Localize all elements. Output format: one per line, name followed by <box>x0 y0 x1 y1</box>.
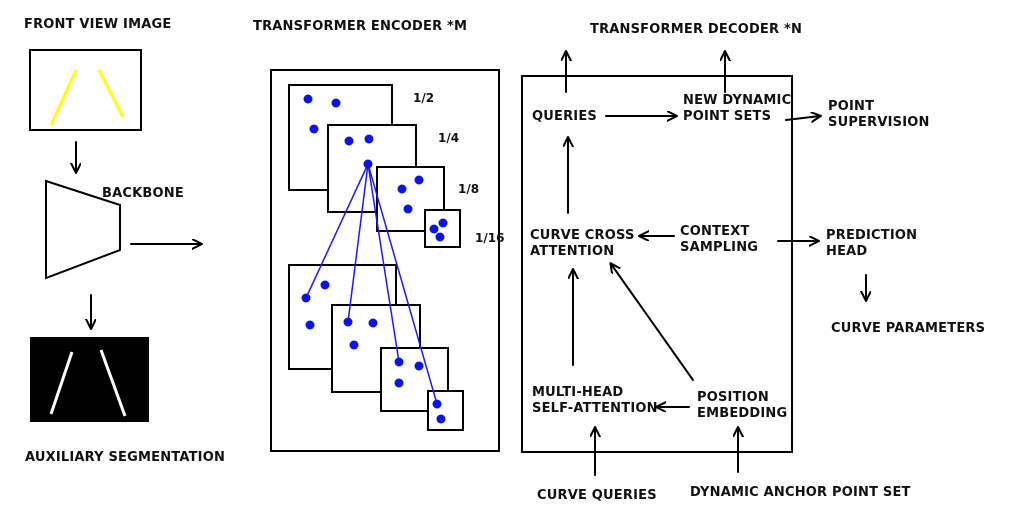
new-dynamic-label-line2: POINT SETS <box>683 109 771 124</box>
point <box>343 317 353 327</box>
point <box>414 361 424 371</box>
scale-label-1-2: 1/2 <box>413 91 434 105</box>
sampling-line-1 <box>305 163 369 299</box>
encoder-points <box>301 94 448 424</box>
prediction-head-line2: HEAD <box>826 244 867 259</box>
front-view-image <box>29 49 142 131</box>
prediction-head-line1: PREDICTION <box>826 228 917 243</box>
sampling-line-2 <box>347 163 369 323</box>
point <box>331 98 341 108</box>
curve-queries-label: CURVE QUERIES <box>537 488 657 503</box>
lane-line-left <box>49 69 78 126</box>
point <box>414 175 424 185</box>
lane-line-right <box>97 69 125 118</box>
point <box>429 224 439 234</box>
pos-emb-label-line1: POSITION <box>697 390 769 405</box>
point <box>309 124 319 134</box>
decoder-title: TRANSFORMER DECODER *N <box>590 22 802 37</box>
feature-map-1-16-bottom <box>427 390 464 431</box>
point <box>320 280 330 290</box>
cross-attn-label-line2: ATTENTION <box>530 244 614 259</box>
arrow-pos-emb-to-cross-attn <box>611 264 694 381</box>
pos-emb-label-line2: EMBEDDING <box>697 406 787 421</box>
sampling-line-3 <box>367 163 400 363</box>
dynamic-anchor-label: DYNAMIC ANCHOR POINT SET <box>690 485 911 500</box>
point <box>397 184 407 194</box>
seg-lane-left <box>49 351 74 415</box>
sampling-line-4 <box>367 163 438 405</box>
point <box>301 293 311 303</box>
backbone-shape <box>45 179 121 280</box>
curve-params-label: CURVE PARAMETERS <box>831 321 985 336</box>
point <box>394 378 404 388</box>
seg-lane-right <box>99 349 127 417</box>
point <box>438 218 448 228</box>
point <box>394 357 404 367</box>
point-supervision-line2: SUPERVISION <box>828 115 930 130</box>
context-sampling-line1: CONTEXT <box>680 224 750 239</box>
point <box>432 399 442 409</box>
queries-label: QUERIES <box>532 109 597 124</box>
point <box>344 136 354 146</box>
scale-label-1-8: 1/8 <box>458 182 479 196</box>
point <box>403 204 413 214</box>
aux-seg-label: AUXILIARY SEGMENTATION <box>25 450 225 465</box>
query-point <box>363 159 373 169</box>
backbone-label: BACKBONE <box>102 186 184 201</box>
arrow-to-point-supervision <box>785 116 820 120</box>
point <box>349 340 359 350</box>
front-view-label: FRONT VIEW IMAGE <box>24 17 171 32</box>
scale-label-1-4: 1/4 <box>438 131 459 145</box>
point <box>436 414 446 424</box>
point <box>364 134 374 144</box>
mhsa-label-line1: MULTI-HEAD <box>532 385 623 400</box>
context-sampling-line2: SAMPLING <box>680 240 758 255</box>
cross-attn-label-line1: CURVE CROSS <box>530 228 635 243</box>
encoder-title: TRANSFORMER ENCODER *M <box>253 19 467 34</box>
point <box>303 94 313 104</box>
new-dynamic-label-line1: NEW DYNAMIC <box>683 93 791 108</box>
point <box>368 318 378 328</box>
point-supervision-line1: POINT <box>828 99 874 114</box>
point <box>305 320 315 330</box>
aux-seg-image <box>30 337 149 422</box>
mhsa-label-line2: SELF-ATTENTION <box>532 401 658 416</box>
point <box>435 232 445 242</box>
scale-label-1-16: 1/16 <box>475 231 504 245</box>
